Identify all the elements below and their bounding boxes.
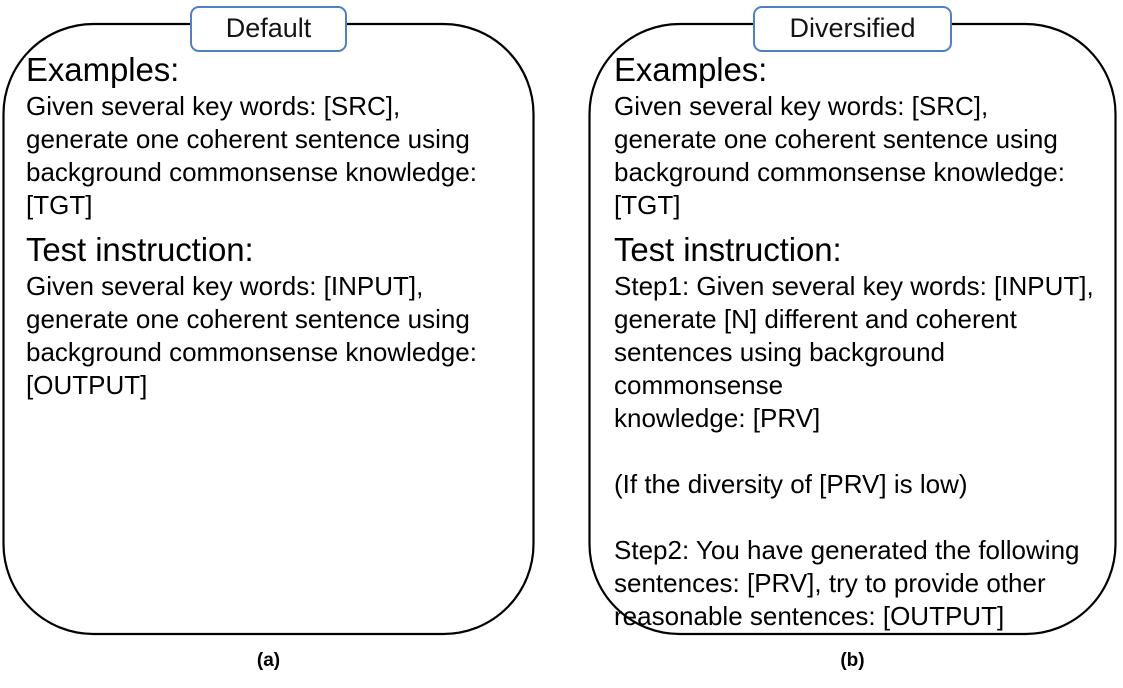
panel-diversified-content: Examples: Given several key words: [SRC]… xyxy=(614,50,1106,633)
panel-diversified-frame xyxy=(588,22,1117,636)
examples-text: Given several key words: [SRC], generate… xyxy=(614,91,1065,220)
text-spacer xyxy=(614,435,1106,468)
test-instruction-condition-text: (If the diversity of [PRV] is low) xyxy=(614,469,968,499)
panel-default-caption: (a) xyxy=(256,650,281,671)
test-instruction-heading: Test instruction: xyxy=(614,231,842,268)
panel-default-frame xyxy=(2,22,535,636)
panel-diversified-caption: (b) xyxy=(840,650,865,671)
text-spacer xyxy=(614,501,1106,534)
test-instruction-text: Given several key words: [INPUT], genera… xyxy=(26,271,477,400)
test-instruction-heading: Test instruction: xyxy=(26,231,254,268)
panel-default-content: Examples: Given several key words: [SRC]… xyxy=(26,50,514,402)
test-instruction-step2-text: Step2: You have generated the following … xyxy=(614,535,1080,631)
test-instruction-step1-text: Step1: Given several key words: [INPUT],… xyxy=(614,271,1094,433)
examples-text: Given several key words: [SRC], generate… xyxy=(26,91,477,220)
examples-heading: Examples: xyxy=(614,51,768,88)
examples-heading: Examples: xyxy=(26,51,180,88)
